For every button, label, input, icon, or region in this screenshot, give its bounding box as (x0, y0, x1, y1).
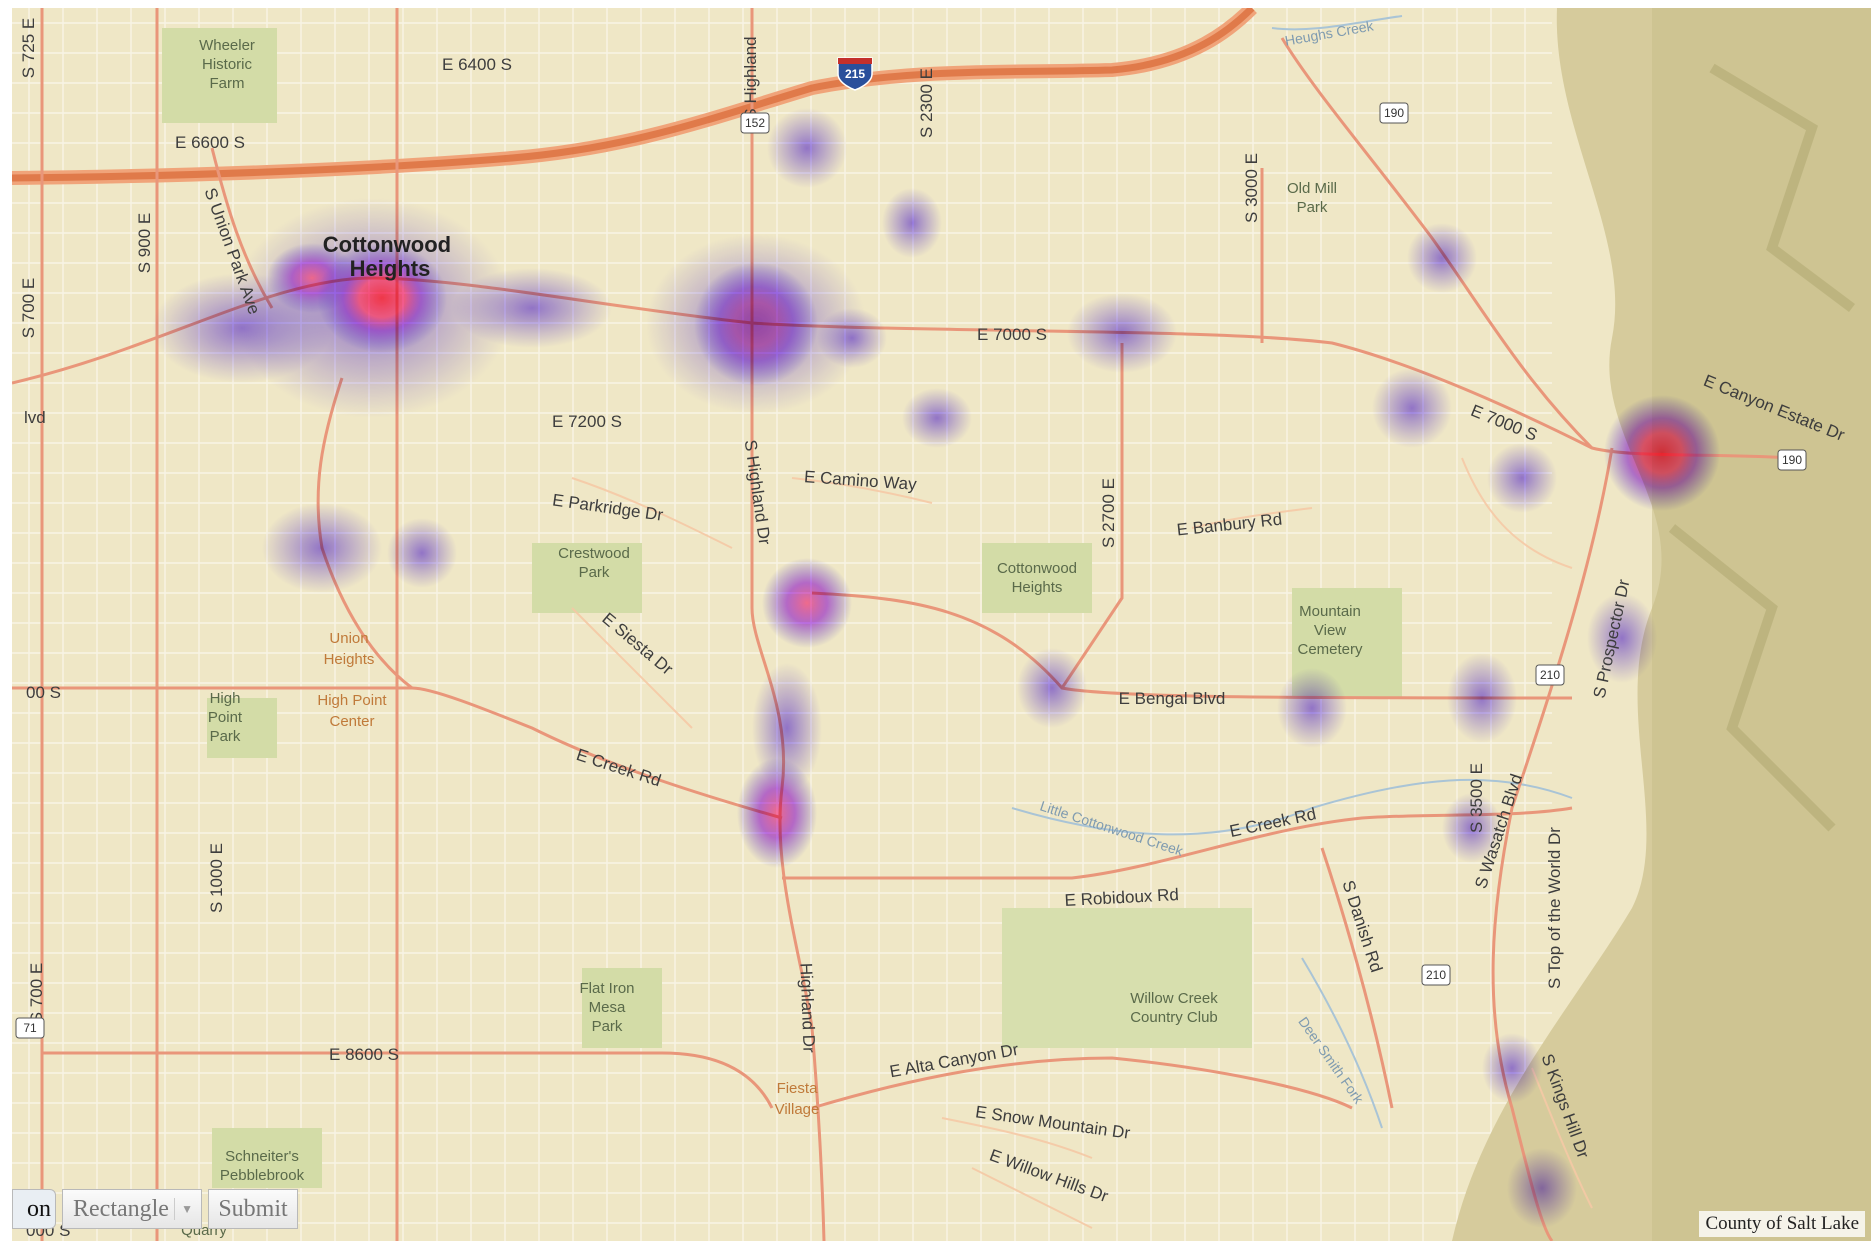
route-shields: 215 152 190 190 210 210 71 (15, 57, 1807, 1039)
road-e7200s: E 7200 S (552, 412, 622, 431)
heat-spot-7 (646, 234, 866, 414)
heat-spot-24 (737, 758, 817, 868)
draw-mode-button[interactable]: on (12, 1189, 56, 1229)
shield-i215-text: 215 (845, 67, 865, 81)
shape-select-value: Rectangle (73, 1195, 169, 1222)
shield-210-east-text: 210 (1540, 668, 1560, 682)
heat-spot-25 (262, 503, 382, 593)
park-wheeler-farm (162, 28, 277, 123)
chevron-down-icon: ▼ (174, 1198, 193, 1220)
road-s700e-south: S 700 E (27, 963, 46, 1024)
minor-roads (571, 457, 1593, 1229)
shield-71-text: 71 (23, 1021, 37, 1035)
park-cottonwood-heights (982, 543, 1092, 613)
road-e6600s: E 6600 S (175, 133, 245, 152)
road-s3500e: S 3500 E (1467, 763, 1486, 833)
park-flat-iron (582, 968, 662, 1048)
heat-spot-21 (1442, 793, 1502, 863)
map-attribution: County of Salt Lake (1699, 1211, 1865, 1237)
road-s-highland-north: S Highland (741, 36, 760, 119)
shield-210-south-text: 210 (1426, 968, 1446, 982)
heat-spot-15 (1487, 443, 1557, 513)
heat-spot-28 (1507, 1148, 1577, 1228)
road-e8600s: E 8600 S (329, 1045, 399, 1064)
map-view[interactable]: Cottonwood Heights E 6400 S E 6600 S S 725… (12, 8, 1871, 1241)
shield-190-north-text: 190 (1384, 106, 1404, 120)
shape-select[interactable]: Rectangle ▼ (62, 1189, 202, 1229)
submit-button[interactable]: Submit (208, 1189, 298, 1229)
heat-spot-14 (1372, 368, 1452, 448)
heat-spot-4 (317, 243, 447, 353)
heat-spot-20 (1017, 648, 1087, 728)
shield-210-east: 210 (1535, 664, 1565, 686)
city-label-cottonwood-heights: Cottonwood Heights (323, 232, 457, 281)
road-s3000e: S 3000 E (1242, 153, 1261, 223)
ridge-line-2 (1668, 524, 1836, 832)
road-s900e: S 900 E (135, 213, 154, 274)
road-s2300e: S 2300 E (917, 68, 936, 138)
road-s2700e: S 2700 E (1099, 478, 1118, 548)
heat-spot-9 (882, 188, 942, 258)
shield-i215: 215 (837, 57, 873, 91)
heat-spot-8 (767, 108, 847, 188)
park-willow-creek (1002, 908, 1252, 1048)
creek-line-deer-smith (1301, 957, 1383, 1129)
ridge-line-1 (1709, 63, 1855, 312)
road-s-top-of-the-world-dr: S Top of the World Dr (1545, 827, 1564, 989)
road-s725e: S 725 E (19, 18, 38, 79)
road-s700e-north: S 700 E (19, 278, 38, 339)
park-high-point (207, 698, 277, 758)
road-blvd-edge: lvd (24, 408, 46, 427)
basemap[interactable]: Cottonwood Heights E 6400 S E 6600 S S 725… (12, 8, 1871, 1241)
shield-210-south: 210 (1421, 964, 1451, 986)
heat-spot-16 (1604, 395, 1720, 511)
heat-spot-19 (1277, 668, 1347, 748)
road-e6400s: E 6400 S (442, 55, 512, 74)
heat-spot-11 (902, 388, 972, 448)
road-s1000e: S 1000 E (207, 843, 226, 913)
shield-71: 71 (15, 1017, 45, 1039)
heat-spot-18 (1447, 653, 1517, 743)
heat-spot-22 (762, 558, 852, 648)
creek-line-little-cottonwood (1011, 778, 1573, 836)
heat-spot-5 (452, 268, 612, 348)
shield-152: 152 (740, 112, 770, 134)
road-e7000s: E 7000 S (977, 325, 1047, 344)
shield-190-east: 190 (1777, 449, 1807, 471)
draw-toolbar: on Rectangle ▼ Submit (12, 1184, 298, 1234)
heatmap-layer (152, 108, 1720, 1228)
road-e-bengal-blvd: E Bengal Blvd (1119, 689, 1226, 708)
road-00s-edge: 00 S (26, 683, 61, 702)
shield-152-text: 152 (745, 116, 765, 130)
heat-spot-12 (1067, 293, 1177, 373)
park-crestwood (532, 543, 642, 613)
creek-line-heughs (1271, 15, 1403, 31)
heat-spot-17 (1587, 593, 1657, 683)
freeway-i215 (12, 8, 1255, 182)
heat-spot-26 (387, 518, 457, 588)
shield-190-north: 190 (1379, 102, 1409, 124)
park-pebblebrook (212, 1128, 322, 1188)
heat-spot-10 (817, 308, 887, 368)
heat-spot-27 (1482, 1033, 1542, 1103)
shield-190-east-text: 190 (1782, 453, 1802, 467)
road-highland-dr-south: Highland Dr (796, 963, 818, 1054)
heat-spot-13 (1407, 223, 1477, 293)
